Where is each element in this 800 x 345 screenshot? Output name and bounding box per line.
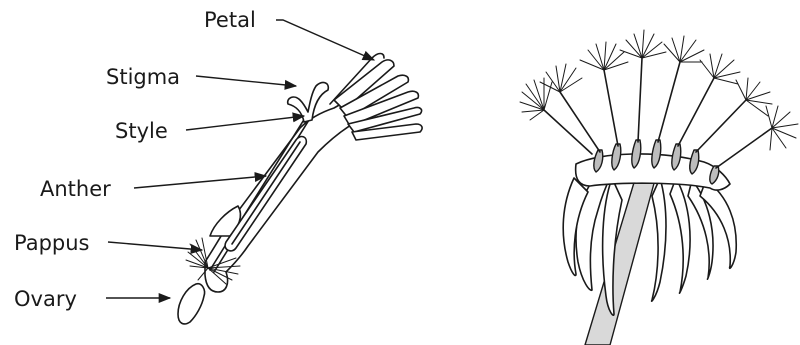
corolla-tube — [205, 100, 356, 292]
label-pappus: Pappus — [14, 231, 90, 255]
label-stigma: Stigma — [106, 65, 180, 89]
leader-style — [186, 116, 304, 130]
pappus-umbrellas — [520, 30, 798, 150]
label-style: Style — [115, 119, 168, 143]
label-ovary: Ovary — [14, 287, 77, 311]
label-anther: Anther — [40, 177, 111, 201]
leader-petal — [276, 20, 374, 60]
floret-illustration — [178, 54, 422, 324]
leader-stigma — [196, 76, 296, 86]
ovary — [178, 284, 205, 324]
leader-anther — [134, 176, 266, 188]
label-petal: Petal — [204, 8, 256, 32]
style-stalk — [210, 118, 305, 270]
seed-head-illustration — [520, 30, 798, 345]
label-group: Petal Stigma Style Anther Pappus Ovary — [14, 8, 374, 311]
leader-pappus — [108, 242, 202, 250]
